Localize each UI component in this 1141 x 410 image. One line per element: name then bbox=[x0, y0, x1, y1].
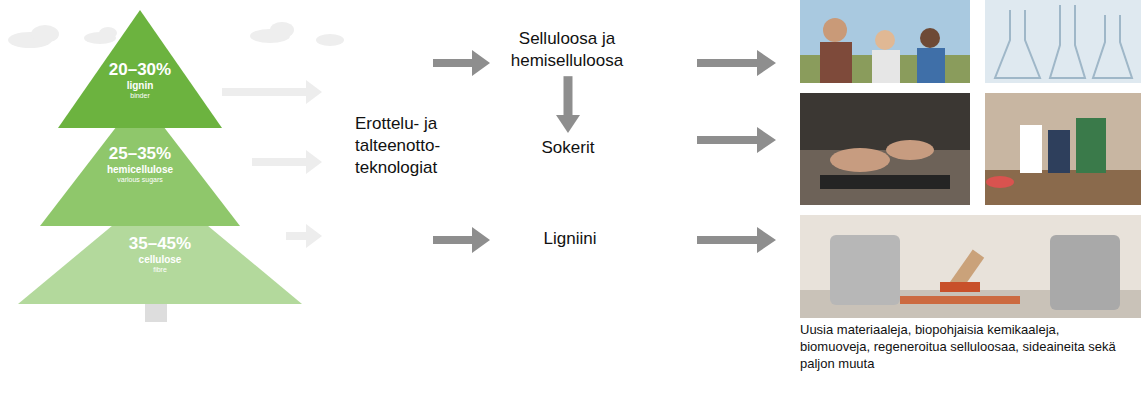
flow-step: Sokerit bbox=[542, 137, 595, 159]
step-text: Sokerit bbox=[542, 137, 595, 159]
photo-laboratory bbox=[985, 0, 1141, 83]
step-text: Ligniini bbox=[544, 228, 597, 250]
tree-triangle-fill bbox=[18, 186, 302, 304]
component-note: fibre bbox=[18, 266, 302, 274]
flow-arrow bbox=[563, 76, 572, 115]
photo-painting bbox=[800, 215, 1141, 318]
component-name: cellulose bbox=[18, 254, 302, 266]
tree-triangle-fill bbox=[40, 96, 240, 226]
component-note: binder bbox=[58, 92, 222, 100]
percentage: 35–45% bbox=[18, 234, 302, 254]
photo-children bbox=[800, 0, 970, 83]
component-note: various sugars bbox=[40, 176, 240, 184]
caption-note: Uusia materiaaleja, biopohjaisia kemikaa… bbox=[800, 322, 1130, 373]
step-text: Erottelu- ja talteenotto- teknologiat bbox=[355, 113, 467, 179]
component-name: lignin bbox=[58, 80, 222, 92]
component-name: hemicellulose bbox=[40, 164, 240, 176]
photo-packages bbox=[985, 93, 1141, 205]
tree-triangle-fill bbox=[58, 10, 222, 128]
percentage: 20–30% bbox=[58, 60, 222, 80]
flow-arrow bbox=[433, 50, 776, 253]
step-text: Selluloosa ja hemiselluloosa bbox=[492, 28, 642, 72]
percentage: 25–35% bbox=[40, 144, 240, 164]
flow-step: Selluloosa ja hemiselluloosa bbox=[492, 28, 642, 72]
flow-step: Erottelu- ja talteenotto- teknologiat bbox=[355, 113, 467, 179]
flow-step: Ligniini bbox=[544, 228, 597, 250]
photo-sewing bbox=[800, 93, 970, 205]
cloud bbox=[8, 22, 344, 48]
tree-layer: 20–30%ligninbinder bbox=[58, 10, 222, 128]
